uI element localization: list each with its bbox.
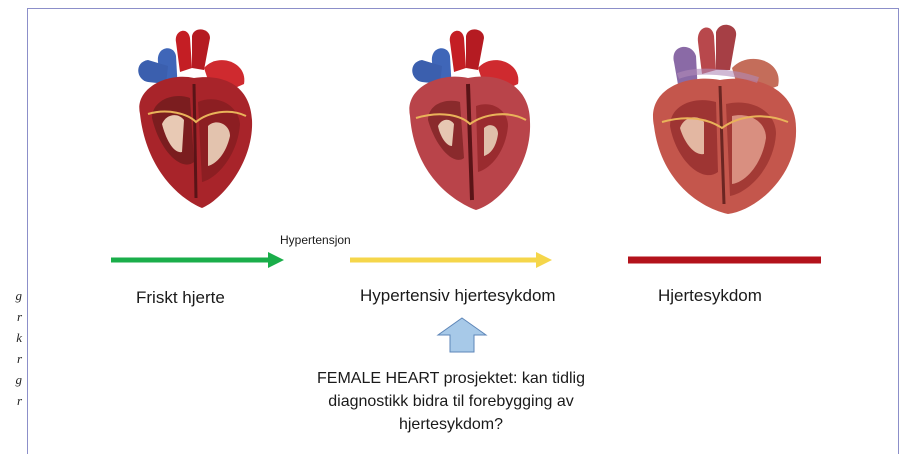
stage-label-hypertensive: Hypertensiv hjertesykdom [360, 286, 556, 306]
up-arrow-icon [438, 318, 486, 352]
healthy-arrow-head [268, 252, 284, 268]
question-text: FEMALE HEART prosjektet: kan tidlig diag… [296, 367, 606, 436]
stage-label-disease: Hjertesykdom [658, 286, 762, 306]
hypertensive-arrow-head [536, 252, 552, 268]
transition-label: Hypertensjon [280, 233, 351, 247]
stage-label-healthy: Friskt hjerte [136, 288, 225, 308]
